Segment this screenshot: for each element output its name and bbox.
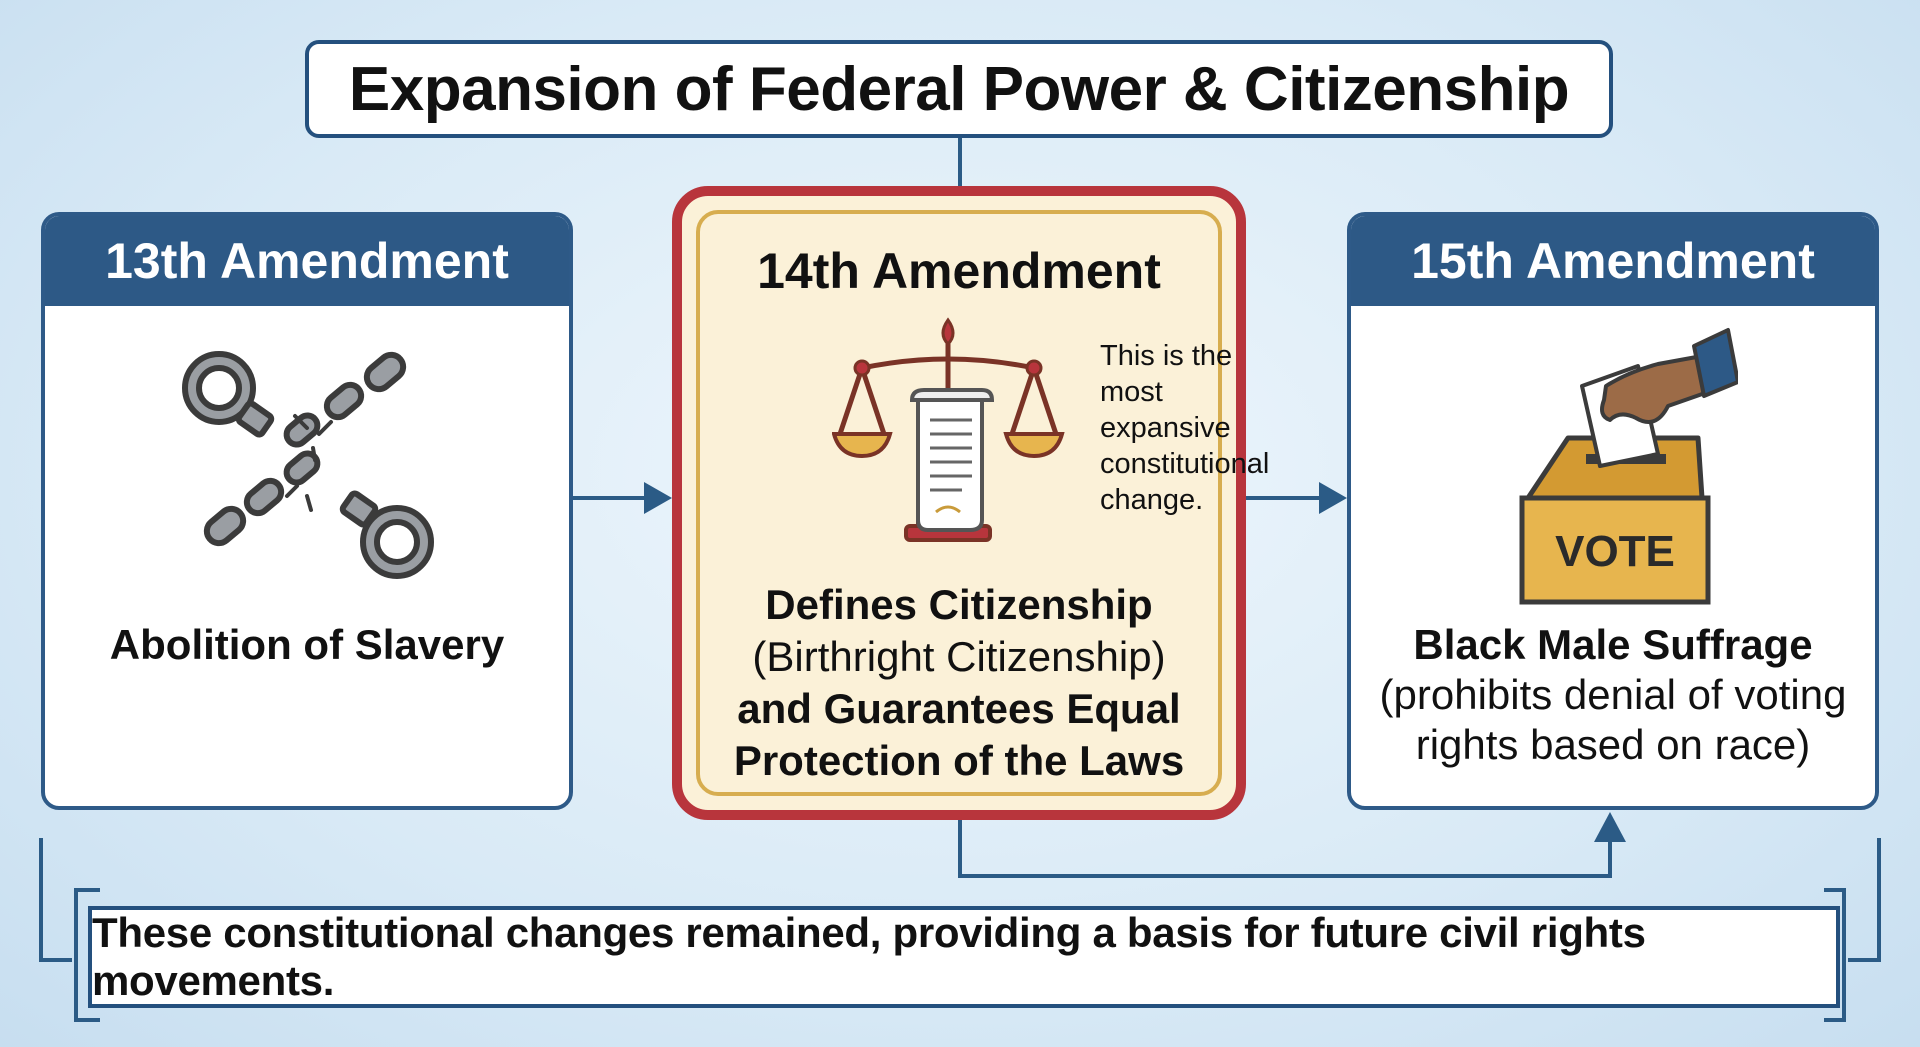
card-heading-13th: 13th Amendment (45, 216, 569, 306)
callout-line2: most expansive (1100, 376, 1231, 444)
card-15th-amendment: 15th Amendment VOTE Black Male Suffrage … (1347, 212, 1879, 810)
footer-bracket-right (1824, 838, 1881, 1022)
card-14th-amendment: 14th Amendment (672, 186, 1246, 820)
card-heading-15th: 15th Amendment (1351, 216, 1875, 306)
card-14th-line3: and Guarantees Equal (737, 685, 1181, 732)
card-14th-line2: (Birthright Citizenship) (752, 633, 1166, 680)
arrow-14th-bottom-to-15th (958, 812, 1626, 878)
card-14th-inner-border (696, 210, 1222, 796)
footer-bracket-left (39, 838, 100, 1022)
arrow-14th-to-15th (1246, 482, 1347, 514)
page-title: Expansion of Federal Power & Citizenship (348, 54, 1570, 124)
scales-of-justice-with-scroll-icon (831, 316, 1072, 561)
ballot-box-label: VOTE (1555, 527, 1675, 576)
card-detail1-15th: (prohibits denial of voting (1379, 671, 1847, 718)
callout-note: This is the most expansive constitutiona… (1100, 338, 1270, 516)
broken-chain-shackles-icon (45, 336, 569, 596)
card-14th-line1: Defines Citizenship (765, 581, 1153, 628)
callout-line1: This is the (1100, 340, 1233, 372)
card-heading-14th: 14th Amendment (757, 243, 1161, 299)
card-13th-amendment: 13th Amendment (41, 212, 573, 810)
title-box: Expansion of Federal Power & Citizenship (305, 40, 1613, 138)
card-detail2-15th: rights based on race) (1415, 721, 1811, 768)
ballot-box-vote-icon: VOTE (1351, 326, 1875, 616)
callout-line3: constitutional (1100, 448, 1270, 480)
arrow-13th-to-14th (573, 482, 672, 514)
callout-line4: change. (1100, 484, 1204, 516)
card-14th-line4: Protection of the Laws (733, 737, 1185, 784)
footer-box: These constitutional changes remained, p… (88, 906, 1840, 1008)
card-14th-description: Defines Citizenship (Birthright Citizens… (682, 579, 1236, 787)
card-label-13th: Abolition of Slavery (109, 621, 505, 668)
footer-text: These constitutional changes remained, p… (92, 909, 1646, 1004)
card-label-15th: Black Male Suffrage (1413, 621, 1813, 668)
